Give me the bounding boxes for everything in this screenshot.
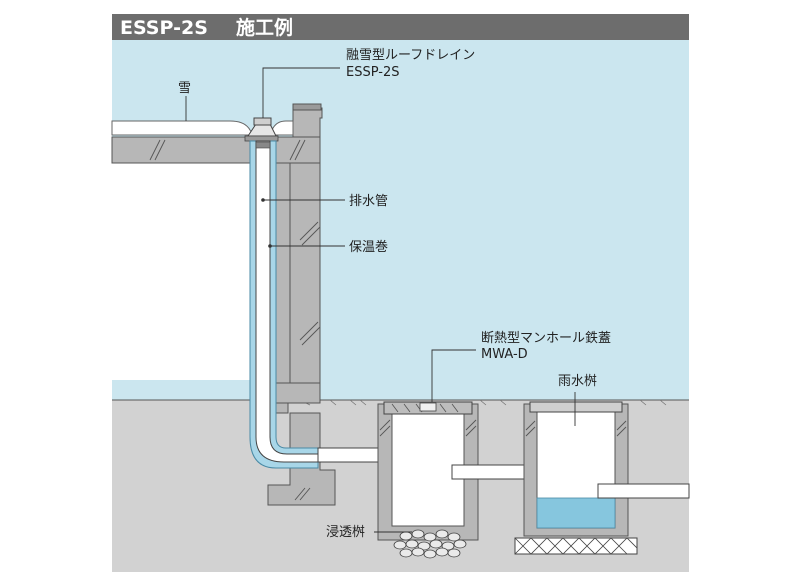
leader-insulation-dot: [268, 244, 272, 248]
header-model: ESSP-2S: [120, 17, 208, 39]
roof-slab: [111, 136, 321, 164]
header-bar: [112, 14, 689, 40]
label-snow: 雪: [178, 81, 191, 96]
pipe-to-infiltration-basin: [317, 447, 387, 463]
snow-layer-right: [271, 120, 294, 136]
label-manhole-model: MWA-D: [481, 347, 528, 362]
leader-drain: [262, 67, 340, 118]
label-rain-basin: 雨水桝: [558, 373, 597, 389]
header-subtitle: 施工例: [236, 16, 293, 39]
label-drain-pipe: 排水管: [349, 194, 388, 209]
label-infiltration-basin: 浸透桝: [326, 524, 365, 540]
parapet: [292, 103, 323, 138]
label-manhole-name: 断熱型マンホール鉄蓋: [481, 331, 611, 346]
gravel-bed: [393, 529, 467, 559]
label-drain-model: ESSP-2S: [346, 65, 400, 80]
manhole-cover: [383, 401, 473, 415]
rain-basin-water: [536, 497, 616, 529]
leader-drain-pipe-dot: [261, 198, 265, 202]
leader-manhole: [431, 349, 476, 402]
roof-drain-head: [244, 117, 279, 142]
rain-basin-footing: [514, 537, 638, 555]
label-drain-name: 融雪型ルーフドレイン: [346, 48, 475, 63]
rain-basin: [523, 401, 629, 537]
label-insulation: 保温巻: [349, 240, 388, 255]
snow-layer: [111, 120, 254, 136]
outflow-pipe: [597, 483, 690, 499]
exterior-wall: [289, 162, 321, 401]
